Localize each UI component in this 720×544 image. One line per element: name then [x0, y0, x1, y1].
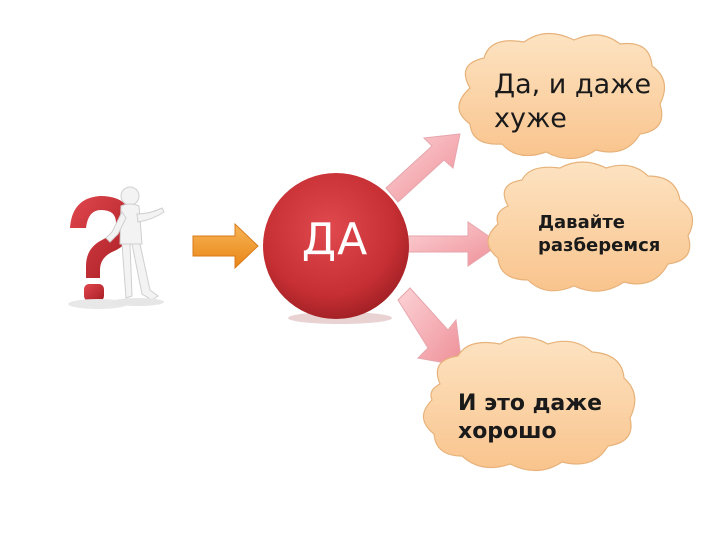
cloud-bottom [422, 336, 636, 472]
figure-icon [105, 186, 165, 306]
outcome-middle-line2: разберемся [538, 234, 661, 256]
outcome-middle-line1: Давайте [538, 212, 625, 233]
outcome-text-top: Да, и даже хуже [494, 68, 651, 136]
cloud-top [458, 32, 666, 160]
outcome-text-bottom: И это даже хорошо [458, 390, 602, 445]
outcome-top-line2: хуже [494, 102, 567, 134]
pink-arrow-up [385, 133, 461, 203]
cloud-middle [487, 161, 694, 292]
outcome-bottom-line1: И это даже [458, 391, 603, 416]
pink-arrow-right [403, 221, 501, 267]
center-label: ДА [301, 214, 369, 265]
outcome-bottom-line2: хорошо [458, 418, 557, 444]
pink-arrow-down [397, 287, 463, 367]
orange-arrow [192, 222, 259, 270]
outcome-text-middle: Давайте разберемся [538, 212, 660, 257]
outcome-top-line1: Да, и даже [494, 69, 652, 100]
center-circle [263, 173, 409, 324]
